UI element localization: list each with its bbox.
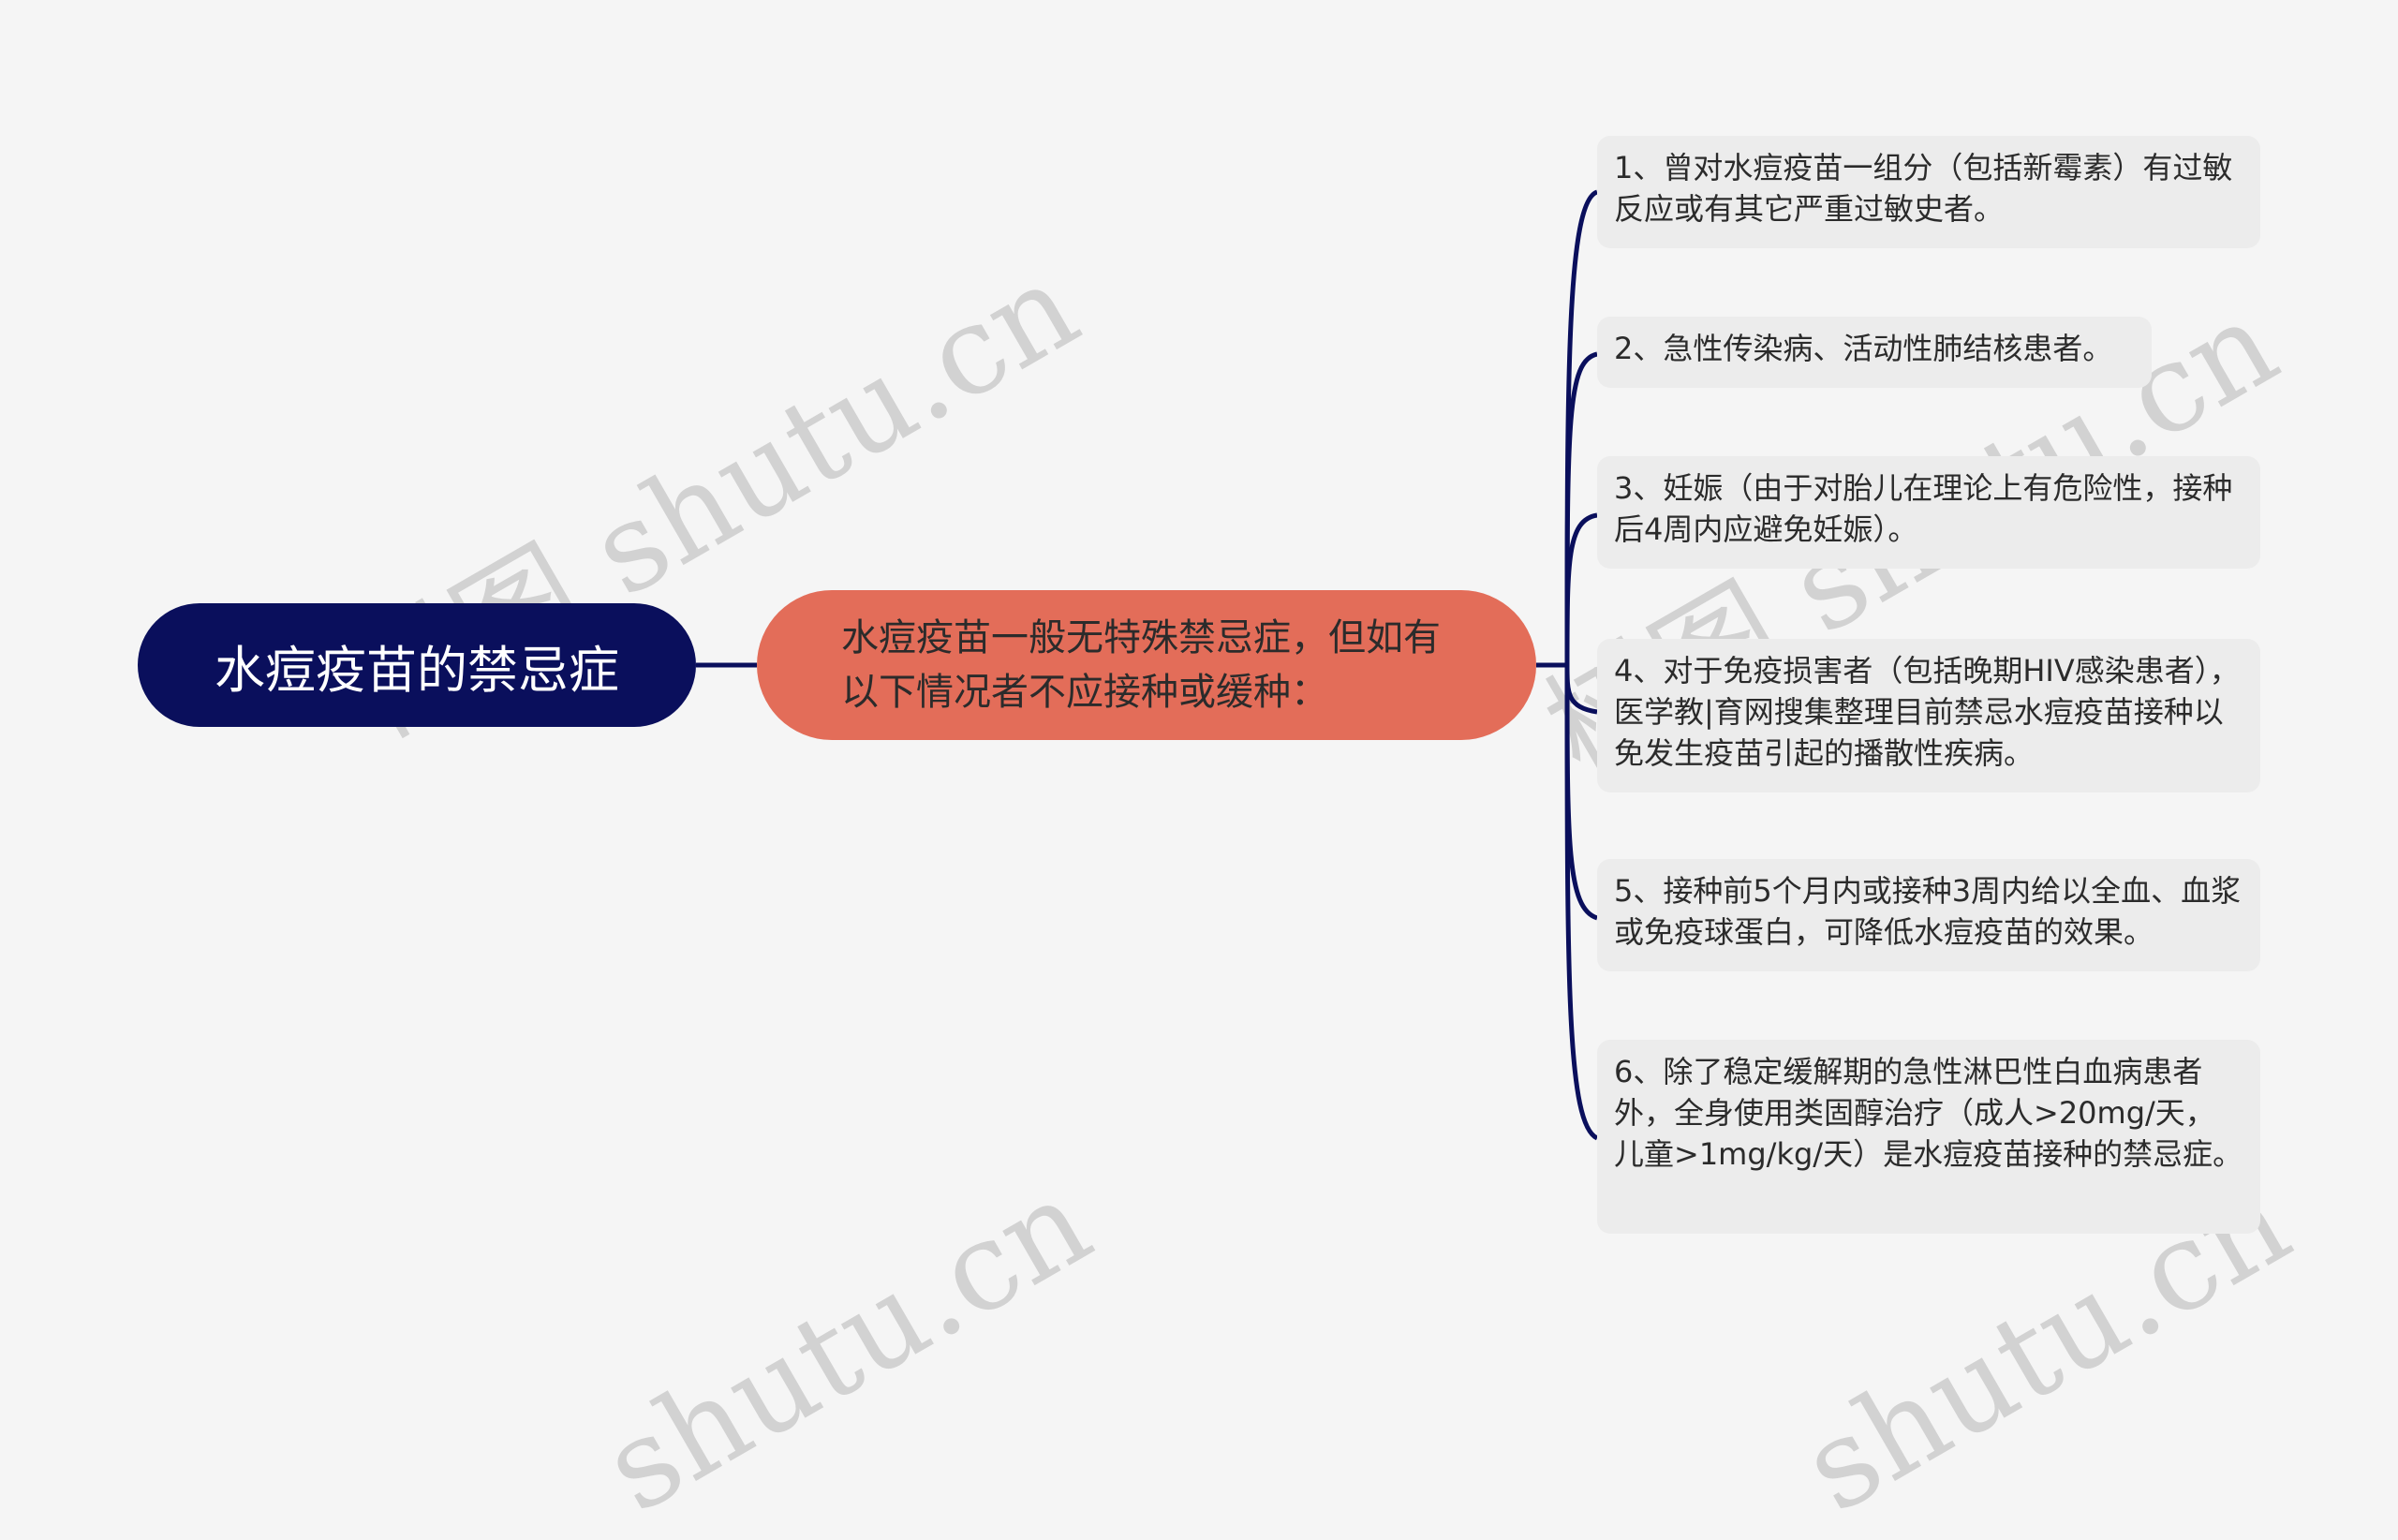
leaf-node-1[interactable]: 1、曾对水痘疫苗一组分（包括新霉素）有过敏反应或有其它严重过敏史者。: [1597, 136, 2260, 248]
root-node[interactable]: 水痘疫苗的禁忌症: [138, 603, 696, 727]
leaf-label: 3、妊娠（由于对胎儿在理论上有危险性，接种后4周内应避免妊娠）。: [1614, 470, 2233, 547]
leaf-label: 4、对于免疫损害者（包括晚期HIV感染患者），医学教|育网搜集整理目前禁忌水痘疫…: [1614, 653, 2240, 771]
leaf-node-4[interactable]: 4、对于免疫损害者（包括晚期HIV感染患者），医学教|育网搜集整理目前禁忌水痘疫…: [1597, 639, 2260, 792]
connector-lines: [696, 189, 1599, 1141]
leaf-label: 1、曾对水痘疫苗一组分（包括新霉素）有过敏反应或有其它严重过敏史者。: [1614, 150, 2233, 227]
leaf-node-2[interactable]: 2、急性传染病、活动性肺结核患者。: [1597, 317, 2152, 388]
leaf-label: 6、除了稳定缓解期的急性淋巴性白血病患者外，全身使用类固醇治疗（成人>20mg/…: [1614, 1054, 2243, 1172]
center-node[interactable]: 水痘疫苗一般无特殊禁忌症，但如有以下情况者不应接种或缓种：: [757, 590, 1536, 740]
center-node-label: 水痘疫苗一般无特殊禁忌症，但如有以下情况者不应接种或缓种：: [841, 616, 1441, 714]
leaf-node-6[interactable]: 6、除了稳定缓解期的急性淋巴性白血病患者外，全身使用类固醇治疗（成人>20mg/…: [1597, 1040, 2260, 1234]
leaf-node-5[interactable]: 5、接种前5个月内或接种3周内给以全血、血浆或免疫球蛋白，可降低水痘疫苗的效果。: [1597, 859, 2260, 971]
root-node-label: 水痘疫苗的禁忌症: [215, 640, 619, 700]
leaf-node-3[interactable]: 3、妊娠（由于对胎儿在理论上有危险性，接种后4周内应避免妊娠）。: [1597, 456, 2260, 569]
leaf-label: 2、急性传染病、活动性肺结核患者。: [1614, 331, 2113, 366]
leaf-label: 5、接种前5个月内或接种3周内给以全血、血浆或免疫球蛋白，可降低水痘疫苗的效果。: [1614, 873, 2242, 950]
